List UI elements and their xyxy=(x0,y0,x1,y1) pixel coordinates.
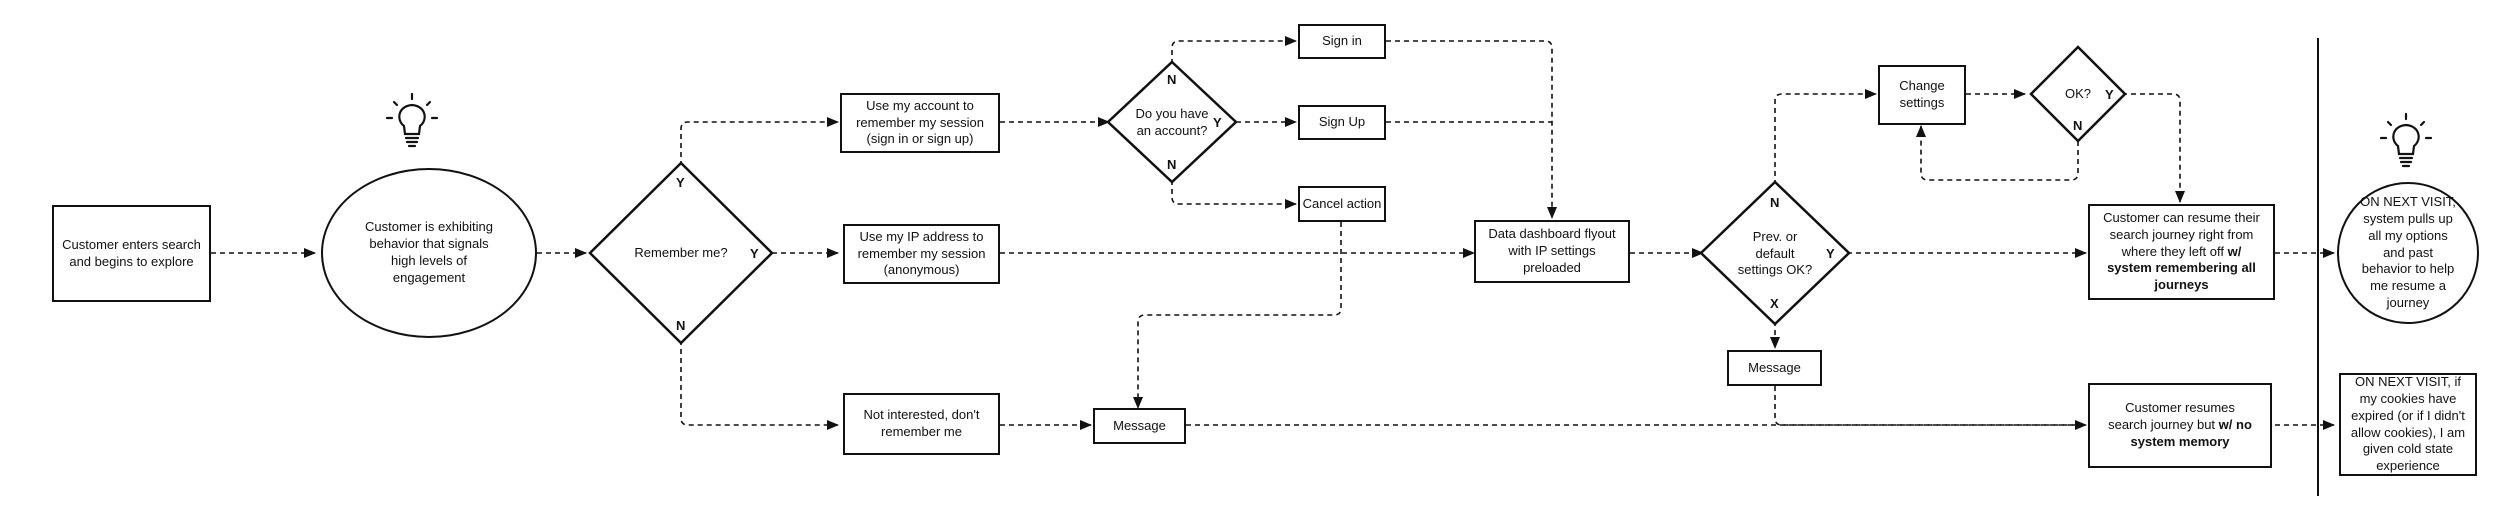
ok-y-label: Y xyxy=(2105,87,2114,102)
prev-n-label: N xyxy=(1770,195,1780,210)
cancel-action-node: Cancel action xyxy=(1298,186,1386,222)
customer-enters-text: Customer enters search and begins to exp… xyxy=(62,236,201,269)
edge-ok-y-to-resume xyxy=(2122,93,2185,203)
edge-remember-n-to-notinterested xyxy=(680,340,839,430)
cancel-action-text: Cancel action xyxy=(1302,195,1382,211)
prev-y-label: Y xyxy=(1826,246,1835,261)
sign-up-text: Sign Up xyxy=(1318,114,1366,130)
next-visit-text: ON NEXT VISIT, system pulls up all my op… xyxy=(2360,193,2456,311)
use-ip-node: Use my IP address to remember my session… xyxy=(843,224,1000,284)
resume-journey-node: Customer can resume their search journey… xyxy=(2088,204,2275,300)
dashboard-text: Data dashboard flyout with IP settings p… xyxy=(1488,226,1616,275)
next-visit-expired-text: ON NEXT VISIT, if my cookies have expire… xyxy=(2350,373,2466,474)
exhibiting-text: Customer is exhibiting behavior that sig… xyxy=(365,219,493,285)
resume-journey-bold: w/ system remembering all journeys xyxy=(2107,243,2256,293)
edge-question-n-to-signin xyxy=(1171,36,1297,64)
remember-me-text: Remember me? xyxy=(634,244,728,260)
resume-journey-text: Customer can resume their search journey… xyxy=(2103,209,2260,293)
account-question-text: Do you have an account? xyxy=(1135,106,1209,138)
resume-no-memory-node: Customer resumes search journey but w/ n… xyxy=(2088,383,2272,468)
remember-y-top-label: Y xyxy=(676,175,685,190)
change-settings-node: Change settings xyxy=(1878,65,1966,125)
message-2-text: Message xyxy=(1748,359,1801,375)
sign-up-node: Sign Up xyxy=(1298,105,1386,140)
edge-cancel-to-message xyxy=(1133,222,1342,409)
sign-in-text: Sign in xyxy=(1322,33,1362,49)
account-n-top-label: N xyxy=(1167,72,1177,87)
lightbulb-icon xyxy=(385,92,439,148)
prev-settings-diamond xyxy=(1699,180,1851,326)
account-y-label: Y xyxy=(1213,115,1222,130)
use-ip-text: Use my IP address to remember my session… xyxy=(857,228,986,278)
ok-diamond xyxy=(2029,45,2127,143)
exhibiting-node: Customer is exhibiting behavior that sig… xyxy=(321,168,537,338)
next-visit-node: ON NEXT VISIT, system pulls up all my op… xyxy=(2337,182,2479,324)
not-interested-text: Not interested, don't remember me xyxy=(863,407,980,439)
use-account-node: Use my account to remember my session (s… xyxy=(840,93,1000,153)
message-2-node: Message xyxy=(1727,350,1822,386)
change-settings-text: Change settings xyxy=(1899,78,1945,110)
edge-message2-to-resume-no-memory xyxy=(1774,386,2086,426)
ok-n-label: N xyxy=(2073,118,2083,133)
remember-me-diamond xyxy=(588,161,774,345)
edge-question-n-to-cancel xyxy=(1171,180,1297,209)
prev-x-label: X xyxy=(1770,296,1779,311)
edge-ok-n-to-change xyxy=(1916,125,2079,181)
customer-enters-node: Customer enters search and begins to exp… xyxy=(52,205,211,302)
edge-remember-y-to-account xyxy=(680,117,839,166)
message-node: Message xyxy=(1093,408,1186,444)
not-interested-node: Not interested, don't remember me xyxy=(843,393,1000,455)
edge-signin-to-dashboard xyxy=(1386,40,1557,219)
lightbulb-icon xyxy=(2379,112,2433,168)
resume-no-memory-bold: w/ no system memory xyxy=(2130,417,2252,449)
message-text: Message xyxy=(1113,417,1166,433)
next-visit-expired-node: ON NEXT VISIT, if my cookies have expire… xyxy=(2339,373,2477,476)
remember-n-label: N xyxy=(676,318,686,333)
resume-no-memory-text: Customer resumes search journey but w/ n… xyxy=(2108,400,2252,449)
remember-y-right-label: Y xyxy=(750,246,759,261)
account-n-bottom-label: N xyxy=(1167,157,1177,172)
sign-in-node: Sign in xyxy=(1298,24,1386,59)
account-diamond xyxy=(1106,60,1238,184)
prev-settings-text: Prev. or default settings OK? xyxy=(1737,228,1813,278)
dashboard-node: Data dashboard flyout with IP settings p… xyxy=(1474,220,1630,283)
divider-line xyxy=(2317,38,2319,496)
edge-prev-n-to-change xyxy=(1774,89,1877,185)
ok-text: OK? xyxy=(2064,85,2091,101)
use-account-text: Use my account to remember my session (s… xyxy=(856,97,984,147)
